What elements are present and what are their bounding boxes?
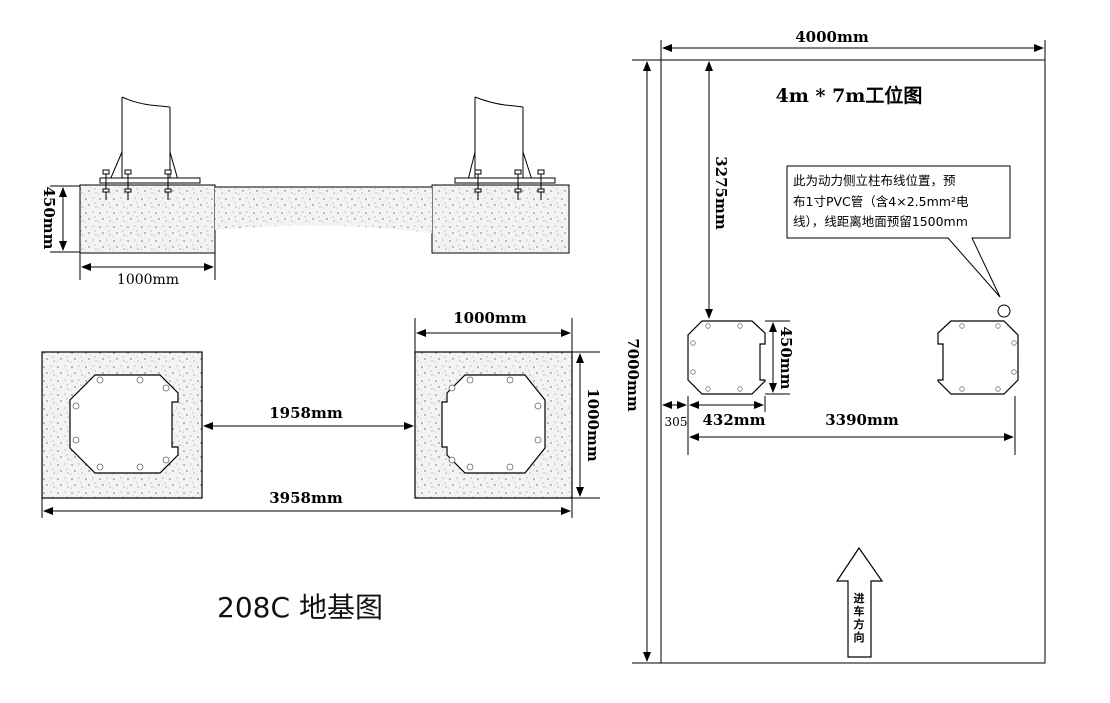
entry-direction-arrow: 进 车 方 向 xyxy=(835,546,884,658)
side-right-bolts xyxy=(474,169,545,200)
station-height-label: 7000mm xyxy=(624,338,642,412)
plan-gap-label: 1958mm xyxy=(269,404,343,422)
station-title: 4m * 7m工位图 xyxy=(776,84,923,107)
station-pad-label: 432mm xyxy=(702,411,765,429)
side-right-baseplate xyxy=(454,177,556,184)
side-left-block xyxy=(79,184,216,254)
station-pad-depth-label: 450mm xyxy=(777,326,795,389)
station-right-bolts xyxy=(959,323,1017,392)
note-line-3: 线），线距离地面预留1500mm xyxy=(793,214,968,229)
side-left-column xyxy=(121,97,171,180)
plan-bolts xyxy=(72,376,542,471)
plan-pad-height-label: 1000mm xyxy=(584,388,602,462)
note-line-1: 此为动力侧立柱布线位置，预 xyxy=(793,173,956,188)
station-spacing-label: 3390mm xyxy=(825,411,899,429)
plan-view: 1000mm 1958mm 3958mm 1000mm xyxy=(41,309,602,518)
station-layout: 4000mm 7000mm 4m * 7m工位图 3275mm 450mm 30… xyxy=(624,28,1046,664)
conduit-position-marker xyxy=(997,304,1011,318)
station-left-bolts xyxy=(690,323,743,392)
entry-char-2: 车 xyxy=(854,604,865,618)
side-width-label: 1000mm xyxy=(117,272,179,288)
note-line-2: 布1寸PVC管（含4×2.5mm²电 xyxy=(793,194,969,209)
plan-pad-width-label: 1000mm xyxy=(453,309,527,327)
side-left-bolts xyxy=(102,169,172,200)
plan-right-baseplate xyxy=(441,374,546,474)
side-ground xyxy=(215,187,432,233)
side-left-baseplate xyxy=(99,177,201,184)
station-offset-top-label: 3275mm xyxy=(712,156,730,230)
entry-char-3: 方 xyxy=(854,617,865,631)
entry-char-1: 进 xyxy=(854,591,865,605)
plan-total-label: 3958mm xyxy=(269,489,343,507)
wiring-note-callout: 此为动力侧立柱布线位置，预 布1寸PVC管（含4×2.5mm²电 线），线距离地… xyxy=(786,165,1011,298)
entry-char-4: 向 xyxy=(854,630,865,644)
plan-left-baseplate xyxy=(69,374,179,474)
station-edge-label: 305 xyxy=(665,415,688,429)
left-caption: 208C 地基图 xyxy=(217,591,383,624)
arrow-up-icon xyxy=(835,546,884,658)
station-left-plate xyxy=(687,320,766,395)
side-right-column xyxy=(474,97,524,180)
side-view: 450mm 1000mm xyxy=(40,96,570,288)
side-right-block xyxy=(431,184,570,254)
station-width-label: 4000mm xyxy=(795,28,869,46)
station-right-plate xyxy=(937,320,1019,395)
callout-box xyxy=(786,165,1011,298)
side-height-label: 450mm xyxy=(40,186,58,249)
